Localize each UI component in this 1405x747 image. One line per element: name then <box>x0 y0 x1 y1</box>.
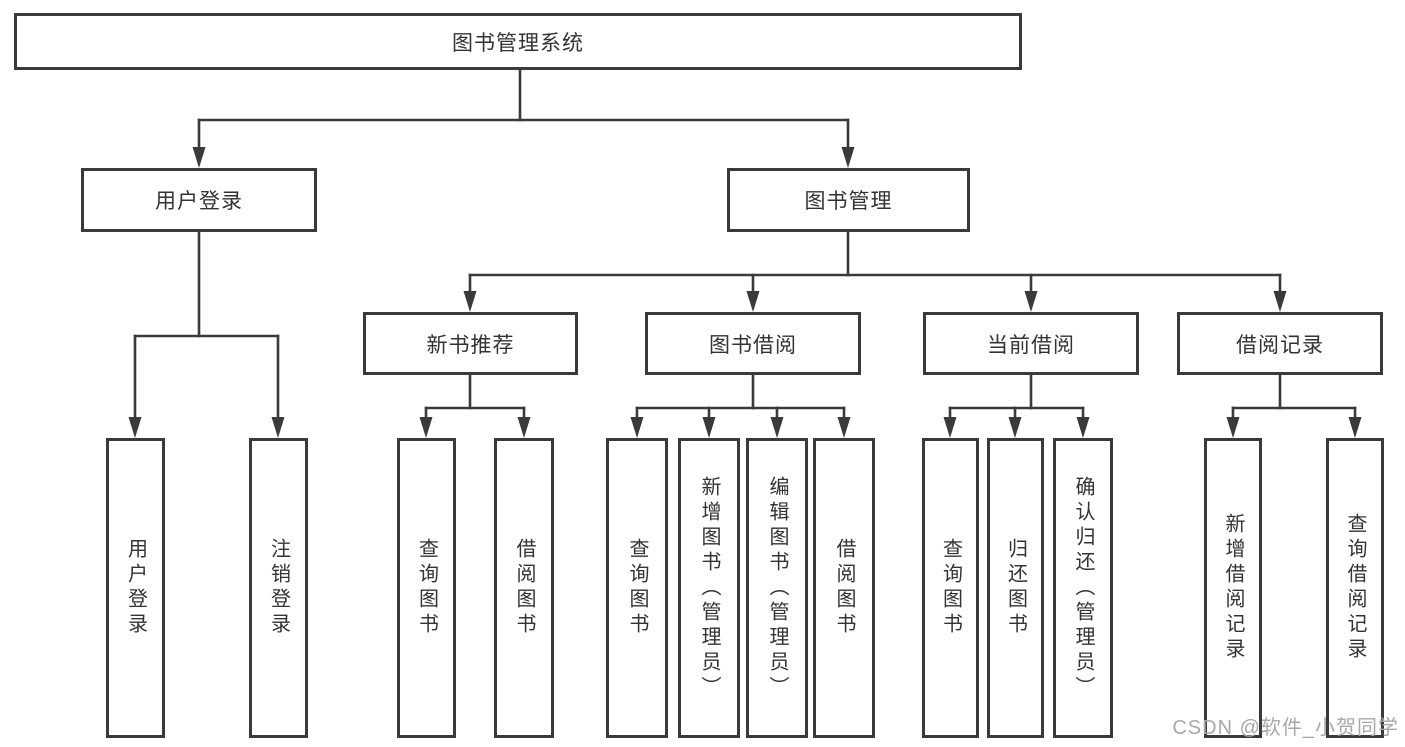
leaf-query-books-current: 查询图书 <box>922 438 979 738</box>
arrowhead-icon <box>770 417 784 438</box>
node-label: 图书借阅 <box>709 333 797 357</box>
arrowhead-icon <box>702 417 716 438</box>
arrowhead-icon <box>943 417 957 438</box>
leaf-query-books-borrowing: 查询图书 <box>606 438 668 738</box>
leaf-query-borrow-record: 查询借阅记录 <box>1326 438 1384 738</box>
node-library-system: 图书管理系统 <box>14 13 1022 70</box>
node-label: 查询图书 <box>939 538 962 638</box>
node-label: 查询图书 <box>415 538 438 638</box>
leaf-logout: 注销登录 <box>249 438 308 738</box>
node-borrow-records: 借阅记录 <box>1177 312 1383 375</box>
leaf-return-books: 归还图书 <box>987 438 1044 738</box>
node-label: 编辑图书（管理员） <box>766 475 788 701</box>
arrowhead-icon <box>192 147 206 168</box>
node-label: 用户登录 <box>124 538 147 638</box>
node-label: 注销登录 <box>267 538 290 638</box>
arrowhead-icon <box>841 147 855 168</box>
node-new-book-recommend: 新书推荐 <box>363 312 578 375</box>
node-label: 借阅图书 <box>833 538 855 638</box>
arrowhead-icon <box>1226 417 1240 438</box>
node-label: 查询借阅记录 <box>1344 513 1366 663</box>
arrowhead-icon <box>419 417 433 438</box>
node-label: 借阅记录 <box>1236 333 1324 357</box>
arrowhead-icon <box>1024 291 1038 312</box>
node-current-borrowing: 当前借阅 <box>923 312 1139 375</box>
arrowhead-icon <box>746 291 760 312</box>
arrowhead-icon <box>271 417 285 438</box>
node-book-management: 图书管理 <box>727 168 970 232</box>
arrowhead-icon <box>128 417 142 438</box>
arrowhead-icon <box>463 291 477 312</box>
node-book-borrowing: 图书借阅 <box>645 312 861 375</box>
node-label: 新增图书（管理员） <box>698 475 720 701</box>
node-label: 确认归还（管理员） <box>1072 475 1094 701</box>
node-user-login: 用户登录 <box>81 168 317 232</box>
leaf-borrow-books-borrowing: 借阅图书 <box>813 438 875 738</box>
leaf-borrow-books-recommend: 借阅图书 <box>494 438 554 738</box>
leaf-add-borrow-record: 新增借阅记录 <box>1204 438 1262 738</box>
arrowhead-icon <box>837 417 851 438</box>
leaf-edit-book-admin: 编辑图书（管理员） <box>746 438 808 738</box>
arrowhead-icon <box>1273 291 1287 312</box>
node-label: 新书推荐 <box>426 333 515 357</box>
watermark-text: CSDN @软件_小贺同学 <box>1172 717 1399 739</box>
node-label: 图书管理系统 <box>452 31 584 55</box>
arrowhead-icon <box>517 417 531 438</box>
node-label: 用户登录 <box>155 190 243 213</box>
leaf-user-login: 用户登录 <box>106 438 165 738</box>
node-label: 归还图书 <box>1004 538 1027 638</box>
node-label: 新增借阅记录 <box>1222 513 1244 663</box>
arrowhead-icon <box>1076 417 1090 438</box>
node-label: 借阅图书 <box>513 538 535 638</box>
node-label: 查询图书 <box>626 538 648 638</box>
arrowhead-icon <box>1008 417 1022 438</box>
arrowhead-icon <box>1348 417 1362 438</box>
leaf-add-book-admin: 新增图书（管理员） <box>678 438 740 738</box>
leaf-confirm-return-admin: 确认归还（管理员） <box>1053 438 1113 738</box>
arrowhead-icon <box>630 417 644 438</box>
leaf-query-books-recommend: 查询图书 <box>397 438 456 738</box>
node-label: 图书管理 <box>804 190 893 213</box>
node-label: 当前借阅 <box>987 333 1075 357</box>
